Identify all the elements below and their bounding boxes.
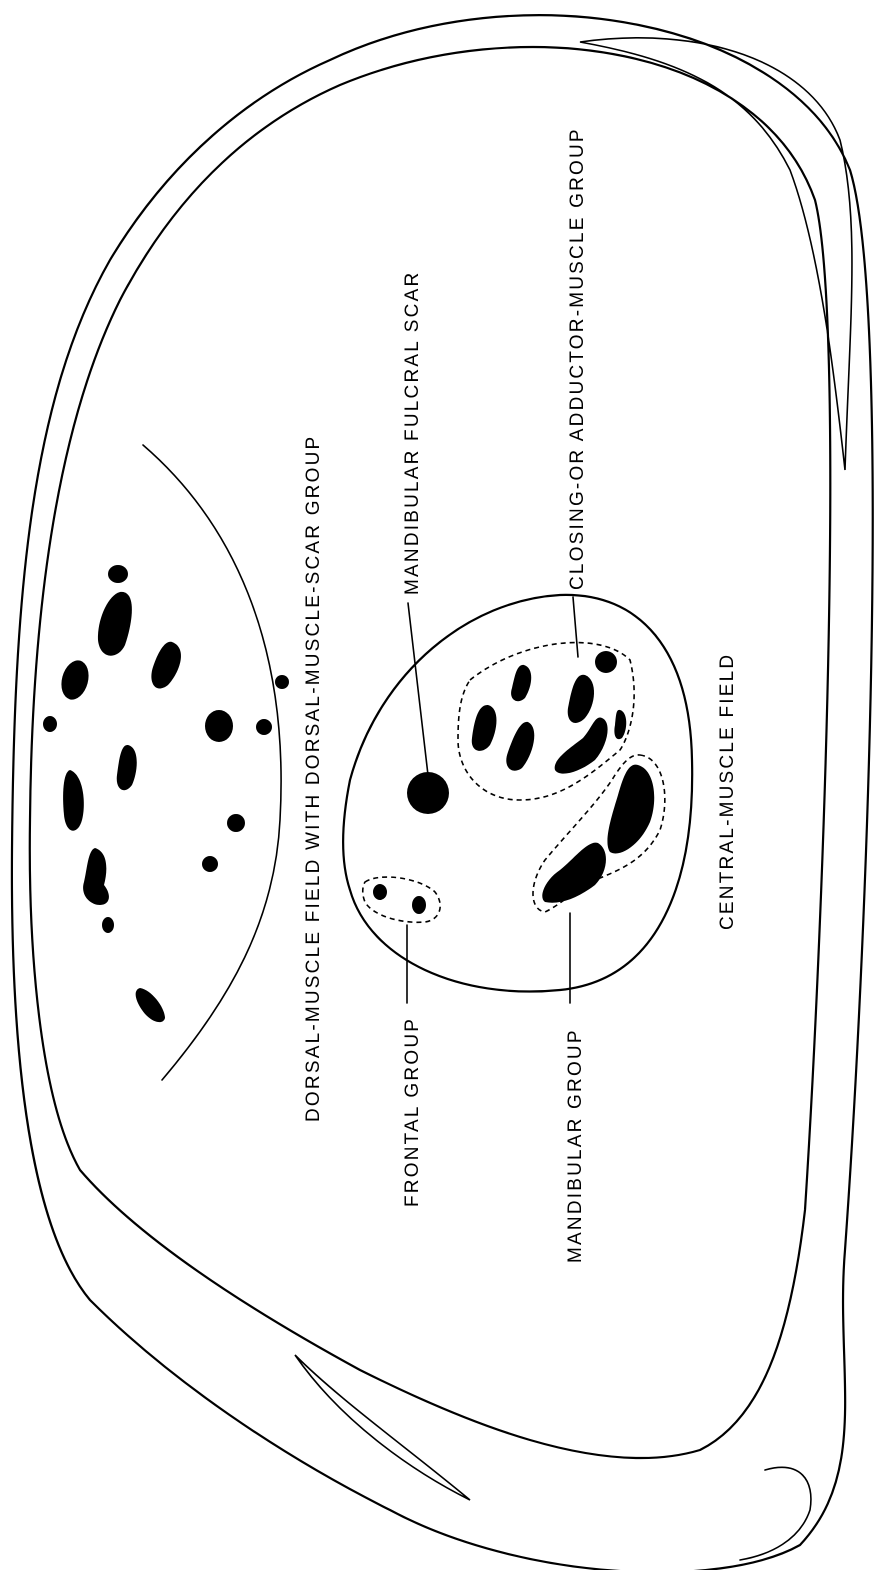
- dorsal-scar: [83, 848, 109, 905]
- adductor-scar: [506, 722, 534, 771]
- adductor-scar: [568, 675, 594, 723]
- dorsal-scar: [43, 716, 57, 732]
- mandibular-scar: [607, 765, 654, 854]
- adductor-scar: [595, 651, 617, 673]
- dorsal-scar: [256, 719, 272, 735]
- dorsal-scar: [202, 856, 218, 872]
- leader-line-fulcral: [408, 603, 428, 775]
- label-mandibular-fulcral-scar: MANDIBULAR FULCRAL SCAR: [402, 271, 423, 595]
- adductor-scar: [472, 705, 497, 751]
- frontal-scar: [373, 884, 387, 900]
- dorsal-scar: [117, 745, 137, 790]
- label-adductor-muscle-group: CLOSING-OR ADDUCTOR-MUSCLE GROUP: [567, 127, 588, 590]
- dorsal-field-arc: [143, 445, 281, 1080]
- label-mandibular-group: MANDIBULAR GROUP: [565, 1028, 586, 1263]
- label-central-muscle-field: CENTRAL-MUSCLE FIELD: [717, 653, 738, 930]
- hinge-band-upper: [580, 38, 852, 470]
- frontal-scar: [412, 896, 426, 914]
- dorsal-scar: [102, 917, 114, 933]
- dorsal-scar: [57, 657, 92, 702]
- adductor-scar-group: [472, 651, 626, 774]
- label-dorsal-muscle-field: DORSAL-MUSCLE FIELD WITH DORSAL-MUSCLE-S…: [303, 435, 324, 1122]
- adductor-scar: [614, 710, 626, 739]
- adductor-scar: [511, 665, 531, 701]
- dorsal-scar: [227, 814, 245, 832]
- mandibular-fulcral-scar: [407, 772, 449, 814]
- adductor-scar: [555, 718, 608, 774]
- hinge-band-left: [295, 1355, 470, 1500]
- dorsal-scar: [63, 770, 84, 831]
- dorsal-scar: [136, 988, 165, 1022]
- frontal-group-boundary: [363, 877, 440, 922]
- dorsal-scar: [108, 565, 128, 583]
- mandibular-scar-group: [542, 765, 654, 903]
- dorsal-scar-group: [43, 565, 289, 1022]
- dorsal-scar: [151, 642, 181, 689]
- label-frontal-group: FRONTAL GROUP: [402, 1017, 423, 1207]
- leader-line-adductor: [573, 597, 578, 657]
- dorsal-scar: [98, 592, 132, 656]
- hinge-band-lower: [740, 1467, 811, 1560]
- dorsal-scar: [205, 710, 233, 742]
- dorsal-scar: [275, 675, 289, 689]
- shell-inner-outline: [30, 47, 831, 1458]
